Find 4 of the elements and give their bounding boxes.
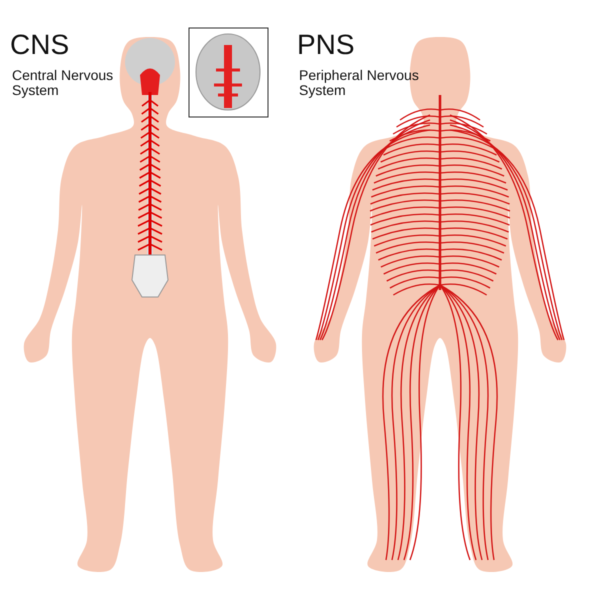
- subtitle: Peripheral Nervous System: [299, 68, 419, 99]
- heading: CNS: [10, 30, 70, 61]
- subtitle: Central Nervous System: [12, 68, 114, 99]
- heading: PNS: [297, 30, 356, 61]
